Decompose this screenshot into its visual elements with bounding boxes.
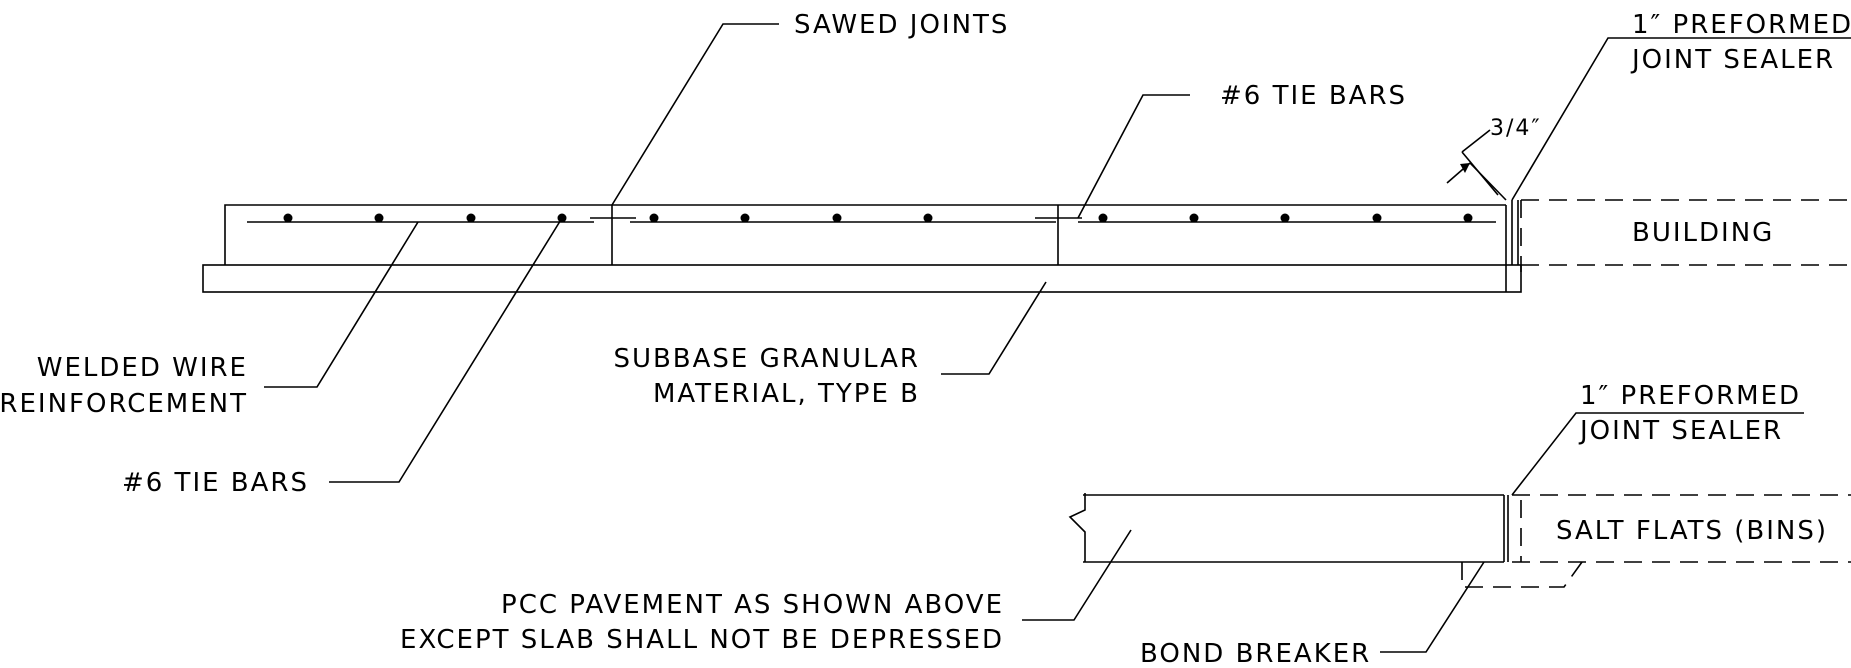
rebar-dot: [1189, 213, 1199, 223]
rebar-dot: [740, 213, 750, 223]
rebar-dot: [923, 213, 933, 223]
rebar-dot: [649, 213, 659, 223]
subbase-leader: [941, 281, 1047, 375]
rebar-dots: [283, 213, 1473, 223]
rebar-dot: [1372, 213, 1382, 223]
pcc-leader: [1022, 529, 1132, 621]
bond-breaker-leader: [1380, 561, 1485, 653]
subbase-label-2: MATERIAL, TYPE B: [653, 379, 920, 409]
break-line: [1068, 493, 1086, 562]
building-label: BUILDING: [1632, 218, 1774, 248]
sawed-joints-label: SAWED JOINTS: [794, 10, 1009, 40]
slab-outline: [224, 204, 1506, 265]
rebar-dot: [374, 213, 384, 223]
joint-sealer-bottom-leader: [1511, 412, 1804, 496]
bond-breaker-label: BOND BREAKER: [1140, 639, 1371, 668]
sawed-joints-leader: [611, 23, 779, 206]
labels: SAWED JOINTS #6 TIE BARS 1″ PREFORMED JO…: [0, 10, 1851, 668]
joint-sealer-bottom-label-1: 1″ PREFORMED: [1580, 381, 1801, 411]
rebar-dot: [1463, 213, 1473, 223]
joint-sealer-bottom-label-2: JOINT SEALER: [1578, 416, 1783, 446]
welded-wire-label-2: REINFORCEMENT: [0, 389, 248, 419]
dimension-line: [1461, 151, 1499, 196]
tie-bars-left-leader: [329, 217, 563, 483]
subbase-label-1: SUBBASE GRANULAR: [613, 344, 920, 374]
bond-breaker-outline: [1461, 561, 1583, 588]
subbase-layer: [202, 264, 1522, 293]
tie-bars-top-leader: [1077, 94, 1190, 219]
tie-bars-left-label: #6 TIE BARS: [122, 468, 309, 498]
rebar-dot: [283, 213, 293, 223]
rebar-dot: [1280, 213, 1290, 223]
joint-sealer-top-label-1: 1″ PREFORMED: [1632, 10, 1851, 40]
dimension-arrow: [1460, 163, 1470, 173]
rebar-dot: [832, 213, 842, 223]
leaders-bottom: [1022, 412, 1804, 653]
pcc-label-1: PCC PAVEMENT AS SHOWN ABOVE: [501, 590, 1004, 620]
rebar-dot: [1098, 213, 1108, 223]
top-slab-section: [202, 129, 1851, 293]
welded-wire-label-1: WELDED WIRE: [37, 353, 248, 383]
welded-wire-leader: [264, 221, 419, 388]
leaders-top: [264, 23, 1851, 483]
salt-flats-label: SALT FLATS (BINS): [1556, 516, 1828, 546]
tie-bars-top-label: #6 TIE BARS: [1220, 81, 1407, 111]
joint-sealer-top-leader: [1511, 37, 1851, 201]
joint-sealer-top-label-2: JOINT SEALER: [1630, 45, 1835, 75]
rebar-dot: [466, 213, 476, 223]
dimension-line: [1461, 129, 1491, 153]
bottom-slab-section: [1068, 493, 1851, 588]
pcc-label-2: EXCEPT SLAB SHALL NOT BE DEPRESSED: [400, 625, 1004, 655]
three-quarter-label: 3/4″: [1490, 116, 1542, 141]
